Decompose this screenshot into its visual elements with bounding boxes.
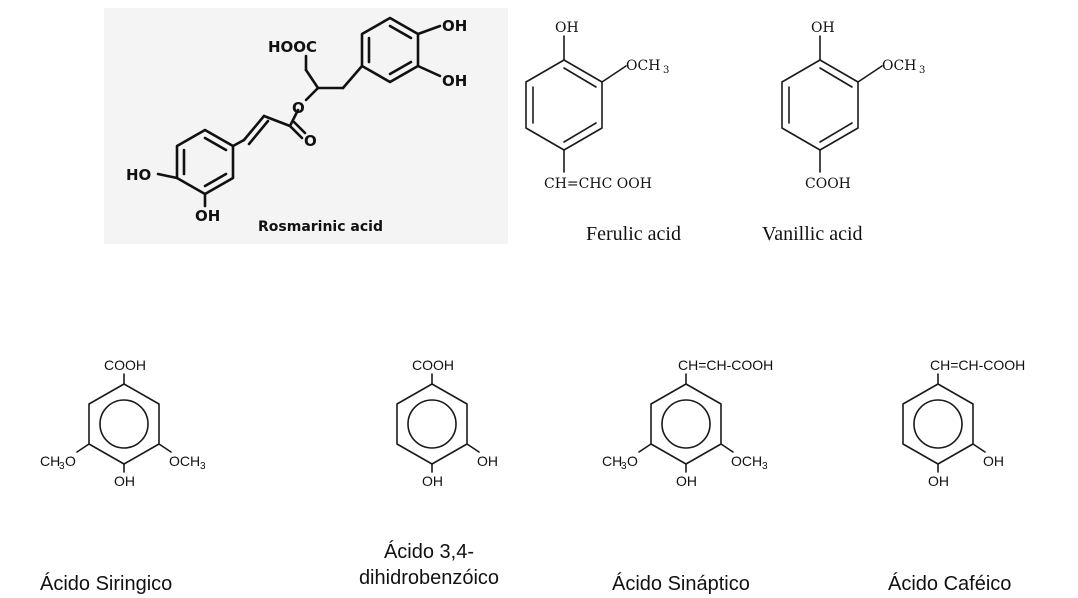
- siringico-aromatic-circle: [99, 399, 149, 449]
- vanillic-oh-label: OH: [811, 20, 835, 36]
- siringico-cooh-label: COOH: [104, 357, 146, 373]
- oh-label-top-2: OH: [442, 72, 467, 90]
- dihidrobenzoico-aromatic-circle: [407, 399, 457, 449]
- ferulic-benzene-ring: [525, 59, 603, 151]
- acido-dihidrobenzoico-name-line2: dihidrobenzóico: [359, 567, 499, 589]
- dihidrobenzoico-cooh-label: COOH: [412, 357, 454, 373]
- oh-label-bottom: OH: [195, 207, 220, 225]
- siringico-o-label: O: [65, 453, 76, 469]
- acido-siringico-name: Ácido Siringico: [40, 572, 172, 595]
- dihidrobenzoico-oh-right-label: OH: [477, 453, 498, 469]
- vanillic-cooh-label: COOH: [805, 176, 851, 192]
- ferulic-och3-subscript: 3: [663, 65, 669, 76]
- siringico-och3-subscript: 3: [200, 461, 206, 472]
- sinaptico-o-label: O: [627, 453, 638, 469]
- cafeico-oh-bottom-label: OH: [928, 473, 949, 489]
- siringico-oh-label: OH: [114, 473, 135, 489]
- acido-dihidrobenzoico-structure: COOH OH OH Ácido 3,4- dihidrobenzóico: [359, 357, 499, 589]
- sinaptico-aromatic-circle: [661, 399, 711, 449]
- sinaptico-oh-label: OH: [676, 473, 697, 489]
- siringico-ch3-subscript: 3: [59, 461, 65, 472]
- acido-sinaptico-name: Ácido Sináptico: [612, 572, 750, 595]
- acido-siringico-structure: COOH CH 3 O OCH 3 OH Ácido Siringico: [40, 357, 206, 595]
- siringico-ch-label: CH: [40, 453, 60, 469]
- vanillic-acid-name: Vanillic acid: [762, 223, 863, 245]
- sinaptico-side-chain-label: CH=CH-COOH: [678, 357, 773, 373]
- carbonyl-o-label: O: [304, 132, 317, 150]
- vanillic-benzene-ring: [781, 59, 859, 151]
- acido-dihidrobenzoico-name-line1: Ácido 3,4-: [384, 540, 474, 563]
- ester-o-label: O: [292, 99, 305, 117]
- vanillic-och3-subscript: 3: [919, 65, 925, 76]
- ferulic-acid-name: Ferulic acid: [586, 223, 681, 245]
- acido-cafeico-name: Ácido Caféico: [888, 572, 1011, 595]
- sinaptico-och-label: OCH: [731, 453, 762, 469]
- ferulic-acid-structure: OH OCH 3 CH=CHC OOH Ferulic acid: [525, 20, 681, 245]
- dihidrobenzoico-oh-bottom-label: OH: [422, 473, 443, 489]
- oh-label-top-1: OH: [442, 17, 467, 35]
- sinaptico-och3-subscript: 3: [762, 461, 768, 472]
- vanillic-och-label: OCH: [882, 58, 916, 74]
- ferulic-side-chain-label: CH=CHC OOH: [544, 176, 652, 192]
- ho-label-left: HO: [126, 166, 151, 184]
- rosmarinic-acid-structure: OH OH HOOC O O HO OH Rosmarinic acid: [104, 8, 508, 244]
- ferulic-och-label: OCH: [626, 58, 660, 74]
- cafeico-side-chain-label: CH=CH-COOH: [930, 357, 1025, 373]
- scan-background: [104, 8, 508, 244]
- acido-sinaptico-structure: CH=CH-COOH CH 3 O OCH 3 OH Ácido Sinápti…: [602, 357, 773, 595]
- sinaptico-ch3-subscript: 3: [621, 461, 627, 472]
- rosmarinic-acid-name: Rosmarinic acid: [258, 219, 383, 235]
- sinaptico-ch-label: CH: [602, 453, 622, 469]
- siringico-och-label: OCH: [169, 453, 200, 469]
- vanillic-acid-structure: OH OCH 3 COOH Vanillic acid: [762, 20, 925, 245]
- ferulic-oh-label: OH: [555, 20, 579, 36]
- acido-cafeico-structure: CH=CH-COOH OH OH Ácido Caféico: [888, 357, 1025, 595]
- cafeico-aromatic-circle: [913, 399, 963, 449]
- cafeico-oh-right-label: OH: [983, 453, 1004, 469]
- hooc-label: HOOC: [268, 38, 317, 56]
